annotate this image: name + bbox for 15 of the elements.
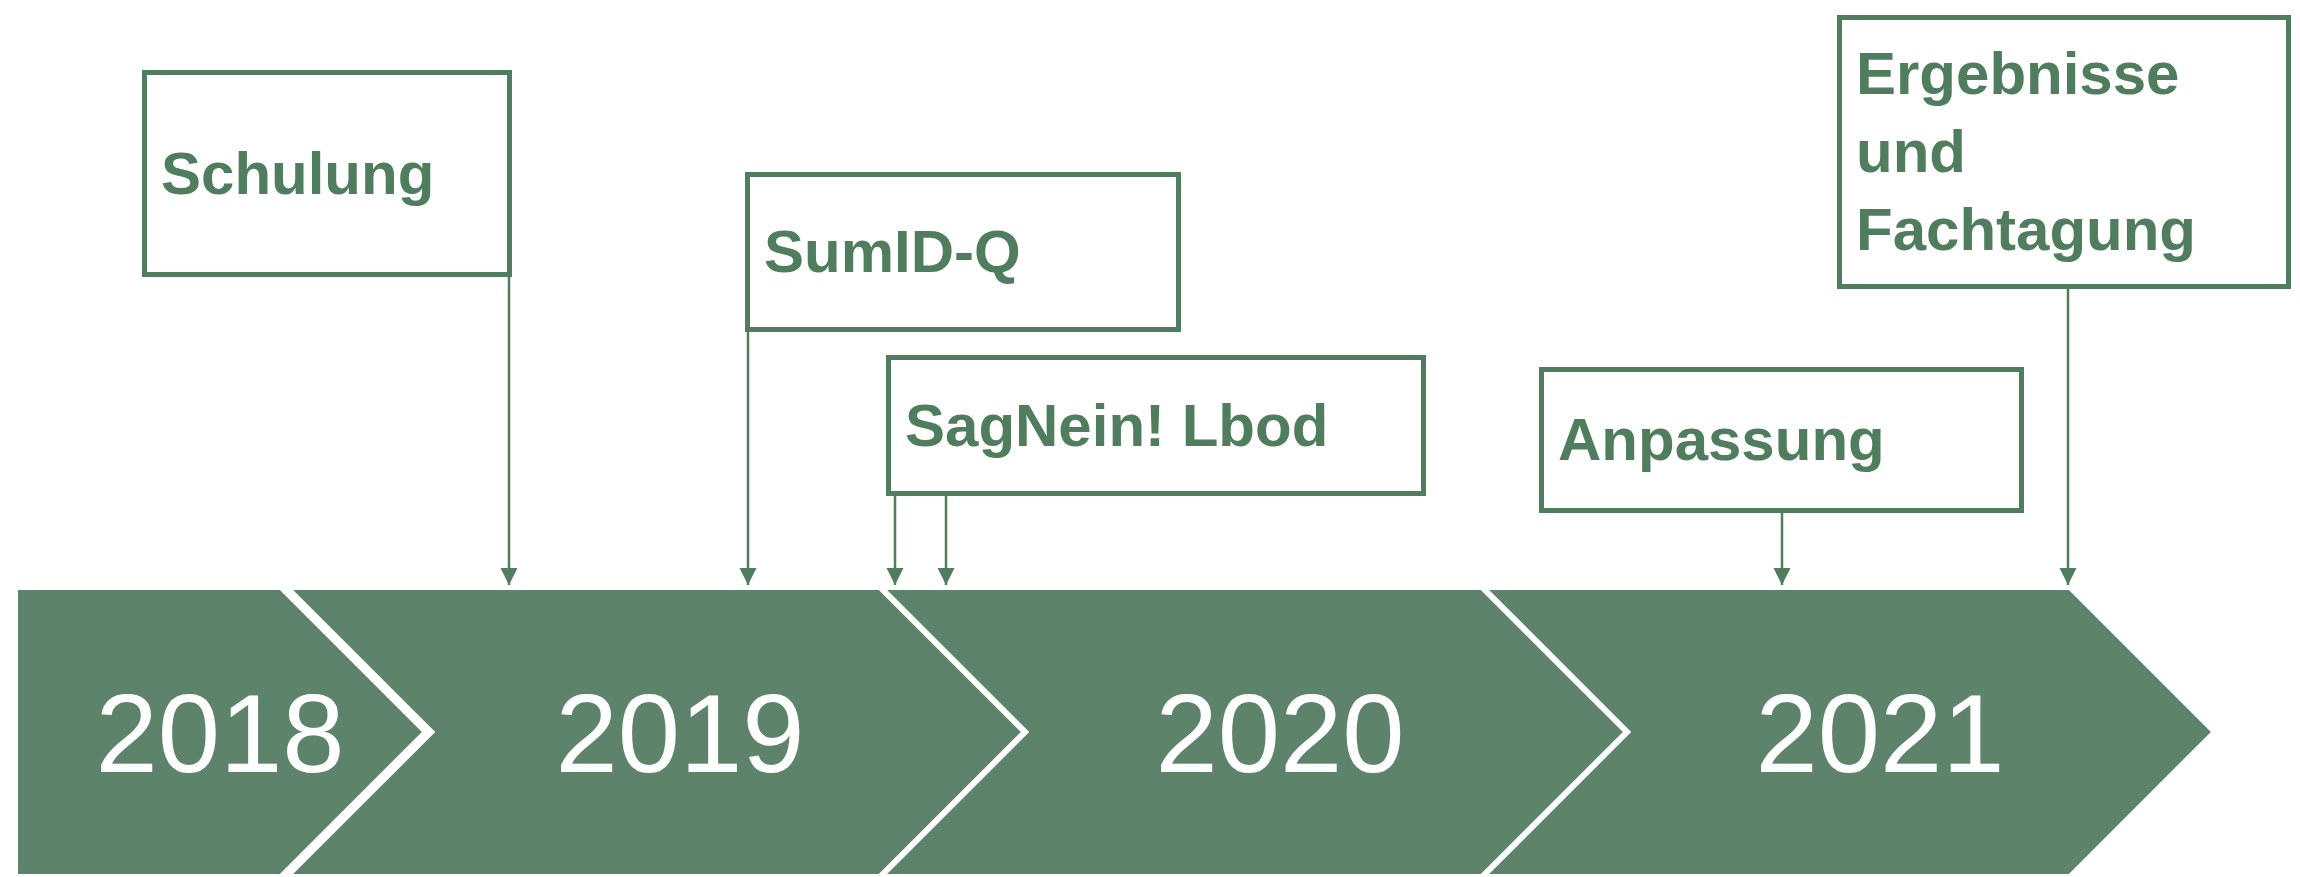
arrow — [886, 496, 904, 585]
arrow — [739, 332, 757, 585]
year-label: 2021 — [1755, 674, 2005, 794]
arrow — [1773, 513, 1791, 585]
arrow — [500, 277, 518, 585]
milestone-box: SumID-Q — [745, 172, 1181, 332]
milestone-box: Schulung — [142, 70, 512, 277]
arrow — [2059, 289, 2077, 585]
year-label: 2020 — [1155, 674, 1405, 794]
milestone-box: Ergebnisse und Fachtagung — [1837, 15, 2291, 289]
milestone-box: Anpassung — [1539, 367, 2024, 513]
year-label: 2019 — [555, 674, 805, 794]
year-label: 2018 — [95, 674, 345, 794]
milestone-box: SagNein! Lbod — [886, 355, 1426, 496]
arrow — [937, 496, 955, 585]
